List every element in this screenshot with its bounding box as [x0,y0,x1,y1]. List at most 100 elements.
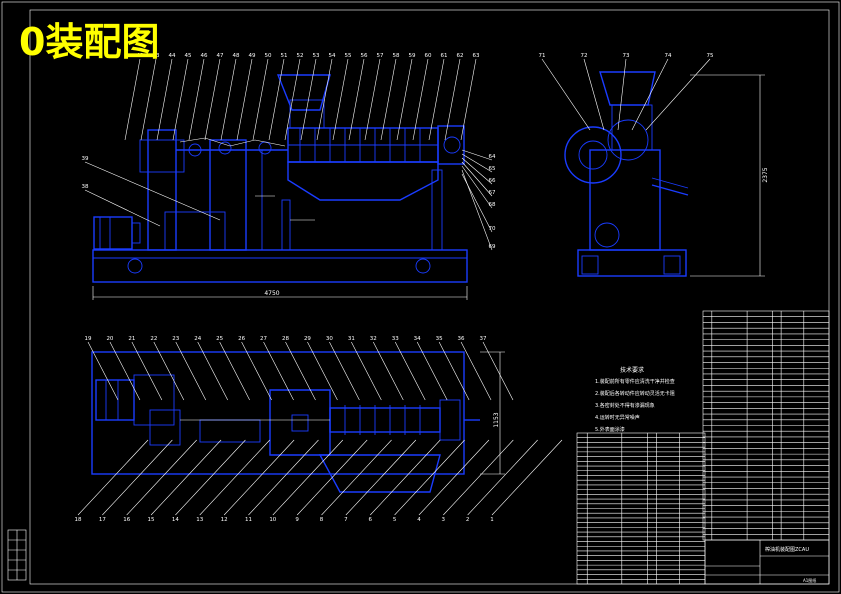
front-view: 4750 [92,74,468,300]
front-balloon-label: 65 [489,166,496,172]
front-balloon-leader [461,173,493,233]
front-balloon-label: 45 [185,53,192,59]
front-balloon-leader [252,58,269,141]
front-balloon-leader [348,58,365,141]
front-balloon-label: 69 [489,244,496,250]
front-balloon-leader [220,58,237,141]
front-balloon-label: 61 [441,53,448,59]
plan-top-balloon-label: 35 [436,336,443,342]
front-balloon-leader [156,58,173,141]
plan-bottom-balloon-leader [418,439,490,516]
front-balloon-leader [172,58,189,141]
front-balloon-label: 50 [265,53,272,59]
front-balloon-leader [364,58,381,141]
front-balloon-leader [460,58,477,141]
plan-top-balloon-label: 26 [238,336,245,342]
plan-top-balloon-label: 22 [150,336,157,342]
side-balloon-leader [631,58,669,131]
side-view: 2375 [564,71,769,277]
plan-top-balloon-label: 31 [348,336,355,342]
side-balloon-label: 72 [581,53,588,59]
plan-top-balloon-label: 30 [326,336,333,342]
plan-top-balloon-label: 20 [106,336,113,342]
plan-bottom-balloon-label: 4 [417,517,421,523]
plan-bottom-balloon-label: 14 [172,517,179,523]
front-balloon-label: 52 [297,53,304,59]
plan-top-balloon-leader [109,341,141,401]
plan-top-balloon-label: 21 [128,336,135,342]
plan-top-balloon-label: 36 [458,336,465,342]
front-balloon-label: 49 [249,53,256,59]
front-balloon-label: 62 [457,53,464,59]
plan-bottom-balloon-label: 9 [295,517,299,523]
front-balloon-leader [84,161,221,221]
plan-bottom-balloon-leader [321,439,392,516]
front-balloon-label: 56 [361,53,368,59]
plan-top-balloon-leader [394,341,426,401]
plan-bottom-balloon-leader [370,439,441,516]
plan-bottom-balloon-leader [150,439,222,516]
plan-bottom-balloon-leader [223,439,295,516]
plan-top-balloon-leader [460,341,492,401]
plan-bottom-balloon-leader [175,439,246,516]
plan-bottom-balloon-leader [394,439,465,516]
plan-top-balloon-label: 33 [392,336,399,342]
front-balloon-label: 42 [137,53,144,59]
plan-bottom-balloon-label: 12 [221,517,228,523]
front-balloon-leader [461,169,493,251]
plan-top-balloon-label: 34 [414,336,421,342]
plan-bottom-balloon-leader [199,439,270,516]
tech-line-1: 1.装配前所有零件应清洗干净并检查 [595,378,675,385]
front-balloon-leader [236,58,253,141]
plan-bottom-balloon-label: 16 [123,517,130,523]
side-balloon-leader [645,58,711,131]
technical-requirements: 技术要求 1.装配前所有零件应清洗干净并检查 2.装配后各转动件应转动灵活无卡阻… [595,366,675,433]
plan-bottom-balloon-label: 6 [368,517,372,523]
front-balloon-leader [461,149,493,161]
front-balloon-leader [140,58,157,141]
plan-bottom-balloon-label: 3 [442,517,446,523]
plan-top-balloon-leader [482,341,514,401]
front-balloon-leader [188,58,205,141]
front-balloon-label: 59 [409,53,416,59]
plan-top-balloon-leader [175,341,207,401]
front-balloon-label: 55 [345,53,352,59]
front-balloon-label: 57 [377,53,384,59]
parts-list-lower [576,432,706,585]
front-balloon-leader [428,58,445,141]
plan-top-balloon-label: 29 [304,336,311,342]
side-balloon-leader [541,58,591,131]
side-balloon-leader [617,58,627,131]
front-balloon-leader [300,58,317,141]
front-balloon-leader [268,58,285,141]
front-balloon-label: 43 [153,53,160,59]
plan-view: 1153 [91,351,505,493]
dim-width: 1153 [493,412,500,427]
front-balloon-leader [332,58,349,141]
front-balloon-label: 46 [201,53,208,59]
plan-bottom-balloon-label: 2 [466,517,470,523]
plan-top-balloon-leader [87,341,119,401]
plan-top-balloon-label: 28 [282,336,289,342]
front-balloon-leader [461,157,493,185]
plan-top-balloon-leader [153,341,185,401]
title-block-code: A1图纸 [803,577,816,583]
plan-top-balloon-leader [197,341,228,401]
plan-bottom-balloon-leader [126,439,197,516]
front-balloon-leader [461,153,493,173]
front-balloon-label: 66 [489,178,496,184]
front-balloon-label: 48 [233,53,240,59]
front-balloon-label: 47 [217,53,224,59]
plan-top-balloon-leader [263,341,294,401]
side-balloon-label: 74 [665,53,672,59]
plan-top-balloon-label: 19 [85,336,92,342]
dim-length: 4750 [264,290,279,297]
plan-top-balloon-leader [438,341,470,401]
front-balloon-label: 58 [393,53,400,59]
front-balloon-label: 44 [169,53,176,59]
front-balloon-leader [284,58,301,141]
front-balloon-leader [461,165,493,209]
plan-bottom-balloon-leader [77,439,149,516]
side-balloon-label: 71 [539,53,546,59]
